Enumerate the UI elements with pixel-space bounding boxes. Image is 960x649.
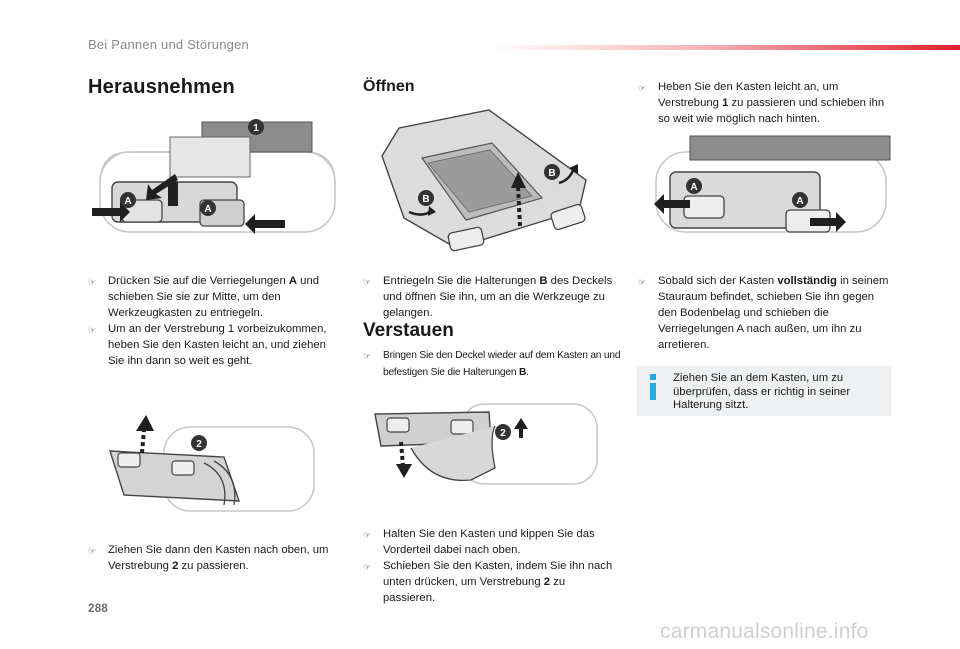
svg-text:A: A (204, 204, 211, 215)
callout-a-left-badge: A (120, 192, 136, 208)
illustration-remove-top: 1 A A (90, 112, 342, 247)
illustration-right-top: A A (650, 130, 892, 248)
pointing-hand-icon: ☞ (88, 277, 97, 287)
watermark: carmanualsonline.info (660, 620, 869, 643)
pointing-hand-icon: ☞ (638, 83, 647, 93)
illustration-stow-bottom: 2 (371, 398, 601, 498)
remove-steps-1: ☞Drücken Sie auf die Verriegelungen A un… (88, 273, 340, 369)
step-item: ☞Heben Sie den Kasten leicht an, um Vers… (638, 81, 885, 125)
pointing-hand-icon: ☞ (363, 351, 371, 361)
svg-text:A: A (690, 182, 697, 193)
page-number: 288 (88, 603, 109, 615)
illustration-open-top: B B (374, 108, 592, 258)
remove-steps-2: ☞Ziehen Sie dann den Kasten nach oben, u… (88, 542, 340, 574)
svg-text:B: B (422, 194, 429, 205)
svg-text:A: A (124, 196, 131, 207)
heading-open: Öffnen (363, 78, 415, 95)
remove-top-drawing: 1 A A (92, 119, 336, 234)
right-top-drawing: A A (654, 135, 891, 233)
step-item: ☞Entriegeln Sie die Halterungen B des De… (363, 275, 613, 319)
step-item: ☞Schieben Sie den Kasten, indem Sie ihn … (363, 560, 613, 604)
pointing-hand-icon: ☞ (363, 562, 372, 572)
page-header-title: Bei Pannen und Störungen (88, 37, 249, 52)
callout-a-right-badge: A (200, 200, 216, 216)
svg-text:B: B (548, 168, 555, 179)
callout-2-badge: 2 (191, 435, 207, 451)
pointing-hand-icon: ☞ (363, 277, 372, 287)
svg-text:1: 1 (253, 123, 259, 134)
callout-b-right-badge: B (544, 164, 560, 180)
callout-a-right-badge: A (792, 192, 808, 208)
right-steps-2: ☞Sobald sich der Kasten vollständig in s… (638, 273, 892, 353)
step-item: ☞Halten Sie den Kasten und kippen Sie da… (363, 528, 595, 556)
info-icon (650, 374, 656, 400)
svg-text:2: 2 (196, 439, 202, 450)
svg-text:2: 2 (500, 428, 506, 439)
callout-b-left-badge: B (418, 190, 434, 206)
right-steps-1: ☞Heben Sie den Kasten leicht an, um Vers… (638, 79, 892, 127)
illustration-remove-bottom: 2 (104, 405, 318, 523)
info-text: Ziehen Sie an dem Kasten, um zu überprüf… (673, 372, 851, 411)
step-item: ☞Drücken Sie auf die Verriegelungen A un… (88, 275, 320, 319)
open-top-drawing: B B (381, 109, 587, 252)
info-note: Ziehen Sie an dem Kasten, um zu überprüf… (637, 366, 891, 416)
callout-a-left-badge: A (686, 178, 702, 194)
heading-stow: Verstauen (363, 320, 454, 341)
step-item: ☞Um an der Verstrebung 1 vorbeizukommen,… (88, 323, 327, 367)
stow-steps-1: ☞Bringen Sie den Deckel wieder auf dem K… (363, 347, 621, 381)
callout-2-badge: 2 (495, 424, 511, 440)
stow-steps-2: ☞Halten Sie den Kasten und kippen Sie da… (363, 526, 618, 606)
remove-bottom-drawing: 2 (109, 415, 315, 512)
stow-bottom-drawing: 2 (374, 403, 598, 485)
heading-remove: Herausnehmen (88, 76, 235, 98)
pointing-hand-icon: ☞ (363, 530, 372, 540)
pointing-hand-icon: ☞ (88, 546, 97, 556)
pointing-hand-icon: ☞ (638, 277, 647, 287)
header-accent-bar (490, 45, 960, 50)
pointing-hand-icon: ☞ (88, 325, 97, 335)
open-steps: ☞Entriegeln Sie die Halterungen B des De… (363, 273, 618, 321)
step-item: ☞Sobald sich der Kasten vollständig in s… (638, 275, 889, 351)
step-item: ☞Bringen Sie den Deckel wieder auf dem K… (363, 350, 621, 378)
callout-1-badge: 1 (248, 119, 264, 135)
step-item: ☞Ziehen Sie dann den Kasten nach oben, u… (88, 544, 329, 572)
svg-text:A: A (796, 196, 803, 207)
